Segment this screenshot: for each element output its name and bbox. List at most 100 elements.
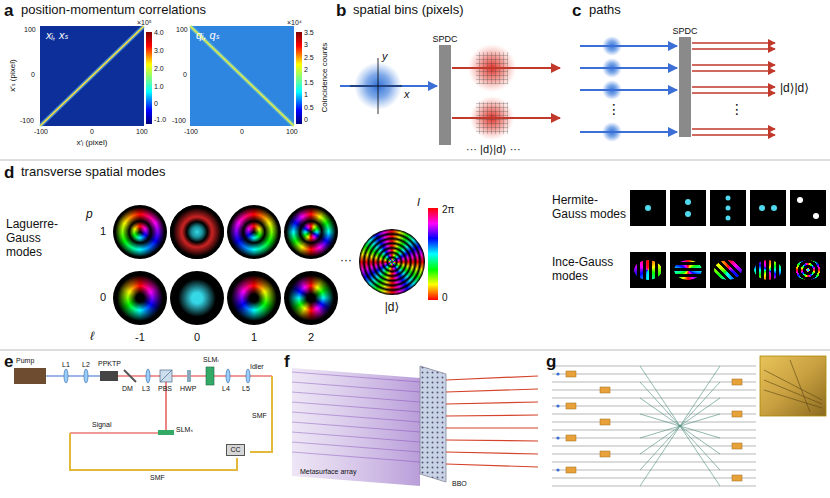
svg-line <box>552 486 756 487</box>
svg-line <box>292 412 420 422</box>
ig-mode <box>670 252 706 288</box>
label-text: 4.0 <box>154 29 164 37</box>
label-text: 100 <box>136 128 148 136</box>
svg-line <box>580 131 677 133</box>
svg-circle <box>771 205 777 211</box>
svg-rect <box>732 379 742 385</box>
node-label: CC <box>230 446 241 454</box>
svg-circle <box>726 206 731 211</box>
label-text: qᵢ, qₛ <box>196 29 220 42</box>
label-text: x <box>404 88 410 101</box>
label-text: 0 <box>442 292 448 304</box>
label-text: 0 <box>183 71 187 79</box>
ig-mode <box>750 252 786 288</box>
svg-line <box>446 440 538 441</box>
svg-line <box>764 370 822 400</box>
svg-g <box>692 43 775 135</box>
svg-rect <box>732 411 742 417</box>
crystal-slab <box>679 37 691 137</box>
lg-mode <box>170 205 224 259</box>
svg-line <box>40 26 144 126</box>
svg-line <box>552 422 756 423</box>
label-text: |d⟩ <box>385 301 399 315</box>
lg-mode <box>284 271 338 325</box>
svg-line <box>640 414 720 438</box>
label-text: -1 <box>135 331 145 344</box>
label-text: SMF <box>252 412 267 420</box>
svg-circle <box>556 404 559 407</box>
label-text: -100 <box>184 128 198 136</box>
svg-line <box>446 415 538 416</box>
svg-rect <box>566 467 576 473</box>
svg-line <box>40 26 144 126</box>
label-text: ⋮ <box>730 101 744 117</box>
svg-rect <box>760 356 826 416</box>
svg-line <box>692 42 775 44</box>
label-text: 100 <box>176 26 188 34</box>
svg-g <box>292 372 420 462</box>
label-text: ×10⁵ <box>137 19 152 27</box>
svg-line <box>552 382 756 383</box>
label-text: paths <box>589 3 621 18</box>
ig-mode <box>710 252 746 288</box>
label-text: Coincidence counts <box>320 43 329 113</box>
mode-phase <box>227 205 281 259</box>
svg-line <box>292 432 420 442</box>
mode-phase <box>284 271 338 325</box>
label-text: 2 <box>304 66 308 74</box>
label-text: ··· <box>340 254 352 268</box>
label-text: Idler <box>250 363 264 371</box>
label-text: 1.0 <box>154 83 164 91</box>
label-text: I <box>417 196 420 209</box>
label-text: BBO <box>452 480 467 488</box>
svg-line <box>340 85 437 87</box>
svg-line <box>446 427 538 428</box>
svg-rect <box>296 32 302 124</box>
svg-line <box>292 422 420 432</box>
svg-line <box>580 67 677 69</box>
svg-rect <box>670 190 706 226</box>
label-text: Hermite-Gauss modes <box>552 194 628 222</box>
label-text: spatial bins (pixels) <box>353 3 464 18</box>
svg-circle <box>759 205 765 211</box>
panel-letter: e <box>4 352 13 372</box>
svg-line <box>292 452 420 462</box>
svg-rect <box>732 443 742 449</box>
svg-line <box>552 470 756 471</box>
svg-line <box>640 414 720 438</box>
svg-circle <box>685 199 691 205</box>
label-text: PBS <box>158 385 172 393</box>
label-text: p <box>86 208 93 222</box>
mode-phase <box>227 271 281 325</box>
svg-line <box>764 390 822 408</box>
svg-line <box>790 360 810 412</box>
label-text: ×10⁴ <box>287 19 302 27</box>
mode-phase <box>113 205 167 259</box>
svg-path <box>250 376 272 452</box>
panel-letter: a <box>4 1 13 21</box>
svg-line <box>124 370 136 382</box>
label-text: x′ₛ (pixel) <box>7 60 16 93</box>
label-text: 3.0 <box>154 47 164 55</box>
svg-g <box>556 372 559 471</box>
label-text: y <box>382 50 388 63</box>
svg-line <box>70 432 158 433</box>
mode-phase <box>714 260 742 280</box>
svg-circle <box>726 196 731 201</box>
label-text: L4 <box>222 385 230 393</box>
label-text: 0 <box>90 128 94 136</box>
label-text: Signal <box>92 421 111 429</box>
svg-line <box>0 350 830 351</box>
label-text: 0 <box>240 128 244 136</box>
svg-line <box>640 366 720 486</box>
label-text: 0 <box>31 71 35 79</box>
svg-line <box>692 92 775 94</box>
mode-phase <box>170 205 224 259</box>
ig-mode <box>630 252 666 288</box>
svg-line <box>160 370 172 382</box>
svg-ellipse <box>226 369 230 383</box>
svg-line <box>552 374 756 375</box>
svg-circle <box>685 211 691 217</box>
svg-circle <box>645 205 651 211</box>
